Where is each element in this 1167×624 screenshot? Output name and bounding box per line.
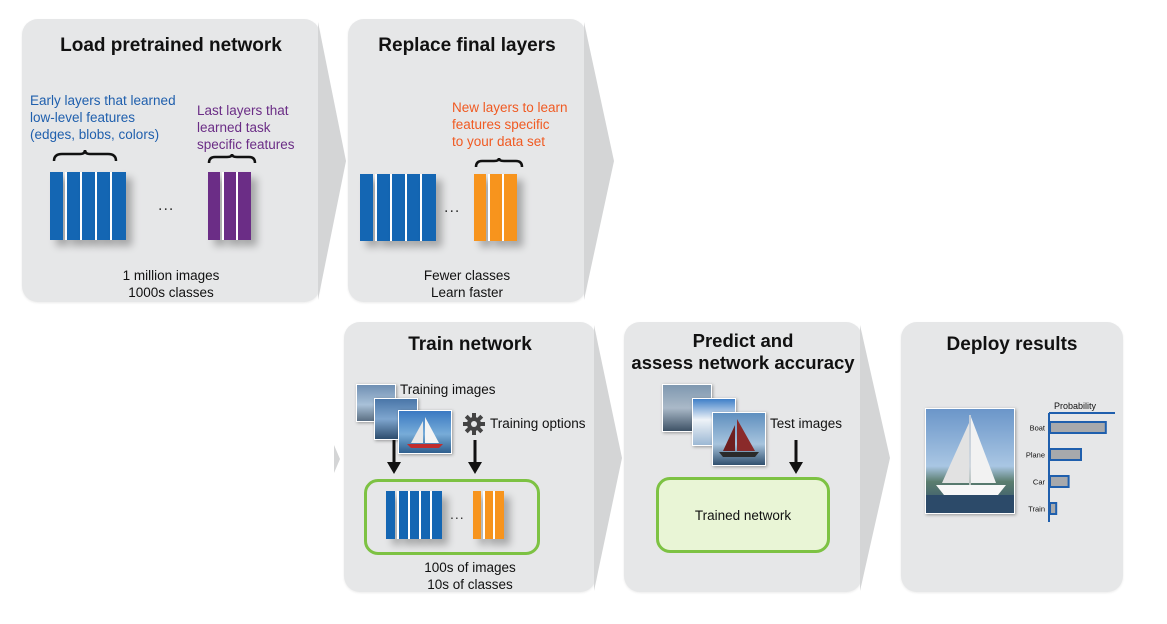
panel-title: Train network <box>408 334 532 355</box>
gear-icon <box>463 413 485 435</box>
panel-train-network: Train network Training images Training o… <box>344 322 596 592</box>
bar-boat <box>1049 421 1107 434</box>
flow-chevron-2 <box>584 22 614 300</box>
layer-bar <box>474 174 486 241</box>
train-stats: 100s of images 10s of classes <box>424 560 516 592</box>
training-photo <box>398 410 452 454</box>
layer-bar <box>50 172 63 240</box>
bar-plane <box>1049 448 1082 461</box>
last-layers-brace <box>207 153 257 164</box>
panel-replace-layers: Replace final layers New layers to learn… <box>348 19 586 302</box>
panel-predict: Predict and assess network accuracy Test… <box>624 322 862 592</box>
arrow-down-icon <box>387 440 401 474</box>
new-layers-brace <box>474 157 524 168</box>
bar-car <box>1049 475 1070 488</box>
layer-bar <box>430 491 442 539</box>
category-label: Car <box>1033 478 1046 487</box>
layer-bar <box>375 174 390 241</box>
ellipsis: ... <box>158 197 175 214</box>
flow-chevron-4 <box>860 325 890 591</box>
layer-bar <box>360 174 373 241</box>
load-stats: 1 million images 1000s classes <box>122 268 220 300</box>
flow-chevron-1 <box>318 22 346 300</box>
layer-bar <box>502 174 517 241</box>
new-layers-label: New layers to learn features specific to… <box>452 100 568 149</box>
category-label: Plane <box>1026 451 1045 460</box>
training-images-label: Training images <box>400 382 496 397</box>
trained-network-label: Trained network <box>694 508 792 523</box>
flow-chevron-3 <box>594 325 622 591</box>
bar-train <box>1049 502 1058 515</box>
ellipsis: ... <box>450 506 465 522</box>
early-layers-label: Early layers that learned low-level feat… <box>30 93 176 142</box>
test-images-label: Test images <box>770 416 843 431</box>
layer-bar <box>390 174 405 241</box>
layer-bar <box>408 491 419 539</box>
layer-bar <box>386 491 395 539</box>
layer-bar <box>236 172 251 240</box>
panel-title: Deploy results <box>946 334 1078 355</box>
panel-title: Predict and assess network accuracy <box>631 330 855 373</box>
red-sail-boat-image <box>719 419 759 457</box>
layer-bar <box>473 491 481 539</box>
early-layers-brace <box>52 149 118 162</box>
flow-chevron-3-left <box>334 445 340 473</box>
layer-bar <box>405 174 420 241</box>
layer-bar <box>222 172 236 240</box>
layer-bar <box>420 174 436 241</box>
layer-bar <box>65 172 80 240</box>
layer-bar <box>488 174 502 241</box>
last-layers-label: Last layers that learned task specific f… <box>197 103 295 152</box>
training-network-box: ... <box>364 479 540 555</box>
replace-stats: Fewer classes Learn faster <box>423 268 511 300</box>
test-photo <box>712 412 766 466</box>
layer-bar <box>483 491 493 539</box>
layer-bar <box>110 172 126 240</box>
arrow-down-icon <box>468 440 482 474</box>
chart-title: Probability <box>1054 401 1097 411</box>
layer-bar <box>493 491 504 539</box>
category-label: Train <box>1028 505 1045 514</box>
layer-bar <box>208 172 220 240</box>
category-label: Boat <box>1030 424 1046 433</box>
ellipsis: ... <box>444 199 461 216</box>
sailboat-image <box>407 417 443 448</box>
trained-network-box: Trained network <box>656 477 830 553</box>
panel-title: Load pretrained network <box>60 35 282 56</box>
layer-bar <box>80 172 95 240</box>
deploy-sailboat-photo <box>925 408 1015 514</box>
sailboat-image <box>926 415 1014 513</box>
training-options-label: Training options <box>490 416 586 431</box>
arrow-down-icon <box>789 440 803 474</box>
layer-bar <box>419 491 430 539</box>
panel-load-pretrained: Load pretrained network Early layers tha… <box>22 19 320 302</box>
layer-bar <box>95 172 110 240</box>
layer-bar <box>397 491 408 539</box>
panel-title: Replace final layers <box>378 35 556 56</box>
